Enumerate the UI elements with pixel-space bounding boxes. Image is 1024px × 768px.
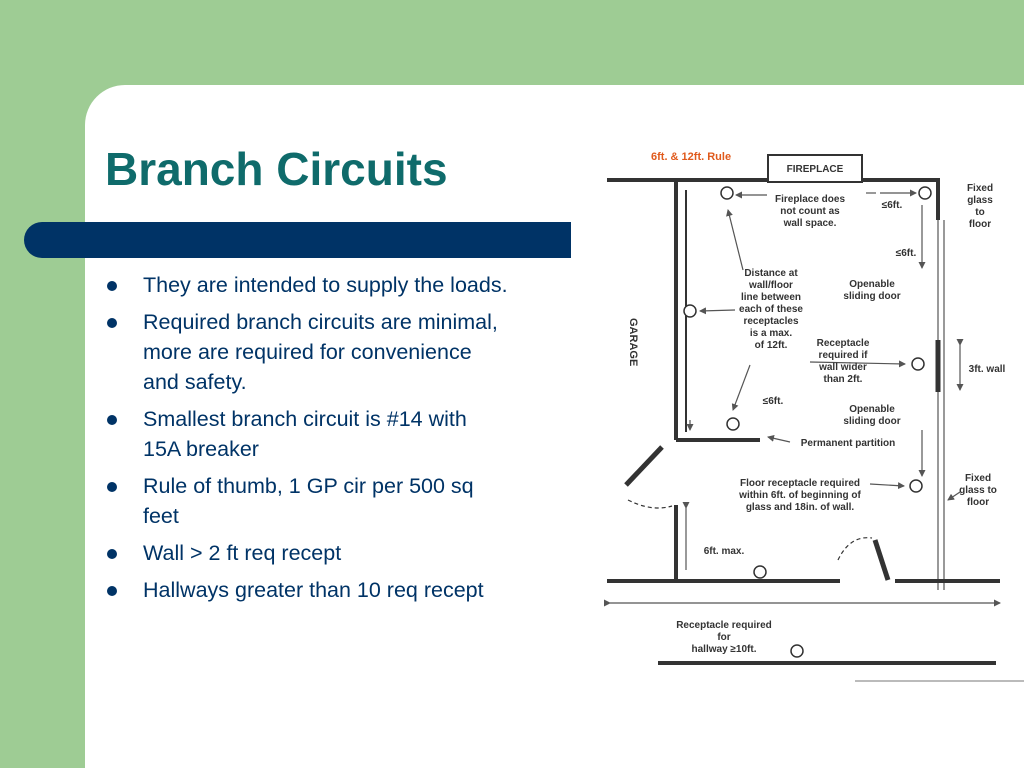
- distance-note-4: each of these: [739, 304, 803, 315]
- receptacle-wide-1: Receptacle: [817, 338, 870, 349]
- bullet-item: They are intended to supply the loads.: [102, 270, 582, 300]
- bullet-dot-icon: [107, 281, 117, 291]
- fireplace-note-3: wall space.: [783, 218, 837, 229]
- le6-right-label: ≤6ft.: [896, 248, 917, 259]
- slide-title: Branch Circuits: [105, 143, 448, 195]
- bullet-dot-icon: [107, 318, 117, 328]
- bullet-line: and safety.: [143, 370, 247, 394]
- fixed-glass-top-2: glass: [967, 195, 993, 206]
- openable-2-line-1: Openable: [849, 404, 895, 415]
- fixed-glass-top-3: to: [975, 207, 984, 218]
- title-underline-bar: [24, 222, 584, 258]
- wall-3ft-label: 3ft. wall: [969, 364, 1006, 375]
- fixed-glass-bottom-2: glass to: [959, 485, 997, 496]
- receptacle-wide-3: wall wider: [818, 362, 867, 373]
- garage-label: GARAGE: [627, 318, 639, 366]
- fireplace-label: FIREPLACE: [787, 164, 844, 175]
- floor-receptacle-3: glass and 18in. of wall.: [746, 502, 855, 513]
- floor-plan-figure: FIREPLACE 6ft. & 12ft. Rule GARAGE Firep…: [571, 136, 1024, 684]
- floor-receptacle-1: Floor receptacle required: [740, 478, 860, 489]
- bullet-item: Smallest branch circuit is #14 with 15A b…: [102, 404, 582, 464]
- distance-note-2: wall/floor: [748, 280, 793, 291]
- bullet-item: Hallways greater than 10 req recept: [102, 575, 582, 605]
- distance-note-3: line between: [741, 292, 801, 303]
- distance-note-1: Distance at: [744, 268, 798, 279]
- le6-top-label: ≤6ft.: [882, 200, 903, 211]
- fireplace-box: [767, 154, 863, 183]
- fixed-glass-bottom-1: Fixed: [965, 473, 991, 484]
- receptacle-group: [683, 186, 932, 658]
- floor-receptacle-2: within 6ft. of beginning of: [738, 490, 861, 501]
- fixed-glass-top-1: Fixed: [967, 183, 993, 194]
- receptacle-wide-4: than 2ft.: [824, 374, 863, 385]
- bullet-line: Wall > 2 ft req recept: [143, 541, 342, 565]
- bullet-item: Wall > 2 ft req recept: [102, 538, 582, 568]
- fixed-glass-top-4: floor: [969, 219, 991, 230]
- floor-plan-diagram: FIREPLACE 6ft. & 12ft. Rule GARAGE Firep…: [604, 151, 1006, 665]
- rule-title: 6ft. & 12ft. Rule: [651, 151, 731, 163]
- partition-label: Permanent partition: [801, 438, 895, 449]
- bullet-line: Required branch circuits are minimal,: [143, 310, 498, 334]
- bullet-line: Smallest branch circuit is #14 with: [143, 407, 467, 431]
- bullet-line: more are required for convenience: [143, 340, 472, 364]
- hallway-note-3: hallway ≥10ft.: [692, 644, 757, 655]
- fixed-glass-bottom-3: floor: [967, 497, 989, 508]
- bullet-dot-icon: [107, 415, 117, 425]
- bullet-item: Rule of thumb, 1 GP cir per 500 sq feet: [102, 471, 582, 531]
- openable-1-line-1: Openable: [849, 279, 895, 290]
- bullet-line: Hallways greater than 10 req recept: [143, 578, 484, 602]
- hallway-note-1: Receptacle required: [676, 620, 772, 631]
- distance-note-6: is a max.: [750, 328, 792, 339]
- bullet-line: Rule of thumb, 1 GP cir per 500 sq: [143, 474, 474, 498]
- receptacle-wide-2: required if: [819, 350, 869, 361]
- openable-1-line-2: sliding door: [843, 291, 900, 302]
- hallway-note-2: for: [717, 632, 730, 643]
- le6-mid-label: ≤6ft.: [763, 396, 784, 407]
- bullet-line: They are intended to supply the loads.: [143, 273, 508, 297]
- fireplace-note-1: Fireplace does: [775, 194, 845, 205]
- distance-note-7: of 12ft.: [755, 340, 788, 351]
- bullet-dot-icon: [107, 482, 117, 492]
- bullet-list: They are intended to supply the loads. R…: [102, 270, 582, 612]
- bullet-line: feet: [143, 504, 179, 528]
- bullet-dot-icon: [107, 586, 117, 596]
- distance-note-5: receptacles: [743, 316, 798, 327]
- bullet-item: Required branch circuits are minimal, mor…: [102, 307, 582, 397]
- openable-2-line-2: sliding door: [843, 416, 900, 427]
- bottom-rule-line: [855, 680, 1024, 682]
- bullet-dot-icon: [107, 549, 117, 559]
- fireplace-note-2: not count as: [780, 206, 840, 217]
- bullet-line: 15A breaker: [143, 437, 259, 461]
- six-max-label: 6ft. max.: [704, 546, 745, 557]
